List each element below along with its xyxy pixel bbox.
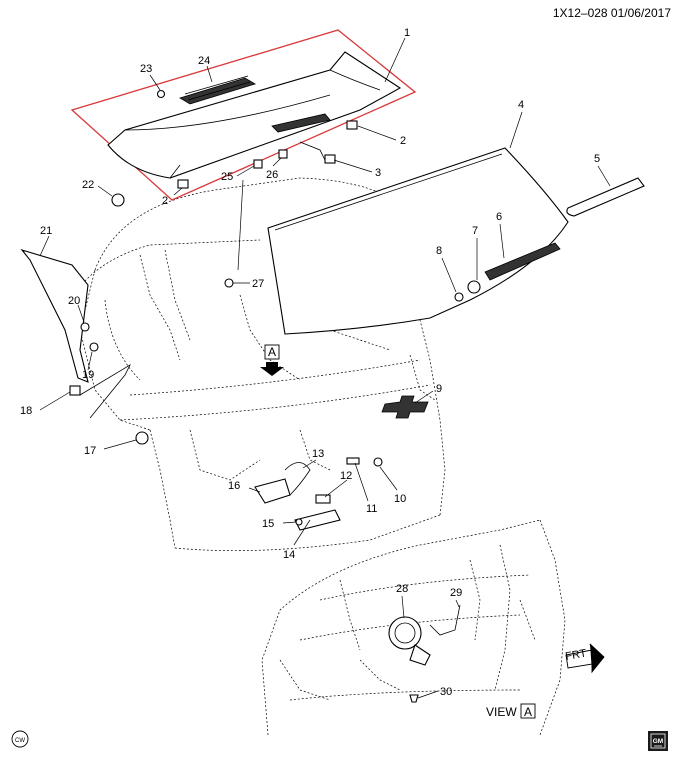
cw-badge-text: CW [15,738,25,744]
callout-29: 29 [450,587,462,599]
rear-window-glass [267,147,569,335]
callout-1: 1 [404,27,410,39]
bolt-27 [224,278,234,288]
nut-8 [454,292,464,302]
high-mount-stop-lamp [179,75,256,105]
callout-22: 22 [82,179,94,191]
front-direction-arrow: FRT [564,643,605,674]
clip-20 [80,322,90,332]
clip-11 [346,457,360,465]
callout-18: 18 [20,405,32,417]
callout-3: 3 [375,167,381,179]
callout-17: 17 [84,445,96,457]
callout-7: 7 [472,225,478,237]
bolt-15 [295,518,303,526]
callout-16: 16 [228,480,240,492]
clip-2b [177,179,189,189]
callout-2-right: 2 [400,135,406,147]
view-marker-letter: A [268,345,276,359]
trim-21-leader [79,363,131,419]
camera-16 [254,478,291,504]
bolt-30 [409,694,419,703]
callout-21: 21 [40,225,52,237]
callout-numbers: 1 2 2 3 4 5 6 7 8 9 10 11 12 13 14 15 16… [20,27,600,698]
latch-14 [294,509,341,531]
latch-actuator-28 [388,616,431,666]
wiper-arm [484,242,561,281]
svg-text:GM: GM [653,738,663,745]
gm-logo: GM [648,731,668,751]
callout-20: 20 [68,295,80,307]
callout-28: 28 [396,583,408,595]
view-label-letter: A [524,705,532,719]
side-trim-21 [20,248,89,383]
connector-12 [315,494,331,504]
lamp-strip [271,113,331,133]
callout-9: 9 [436,383,442,395]
callout-10: 10 [394,493,406,505]
callout-6: 6 [496,211,502,223]
diagram-id-date: 1X12–028 01/06/2017 [552,6,671,20]
view-a-label: VIEW A [486,703,536,719]
callout-13: 13 [312,448,324,460]
callout-19: 19 [82,369,94,381]
callout-4: 4 [518,99,524,111]
rear-spoiler [107,51,402,179]
clip-19 [89,342,99,352]
rear-window-edge [274,153,503,231]
callout-25: 25 [221,171,233,183]
callout-5: 5 [594,153,600,165]
spoiler-highlight-box [70,29,417,201]
nut-23 [156,89,166,99]
callout-2-left: 2 [162,195,168,207]
callout-24: 24 [198,55,210,67]
clip-24 [253,159,263,169]
cap-7 [467,280,481,294]
leader-lines [39,37,611,699]
callout-26: 26 [266,169,278,181]
callout-23: 23 [140,63,152,75]
callout-30: 30 [440,686,452,698]
clip-18 [69,385,81,396]
harness-29 [429,604,461,636]
wiper-blade [566,177,645,217]
bumper-17 [135,431,149,445]
chevrolet-emblem [381,395,429,419]
nut-10 [373,457,383,467]
callout-14: 14 [283,549,295,561]
callout-8: 8 [436,245,442,257]
callout-15: 15 [262,518,274,530]
callout-27: 27 [252,278,264,290]
view-label-text: VIEW [486,705,517,719]
clip-2a [346,120,358,130]
cw-badge: CW [11,730,29,748]
connector-3 [324,154,336,164]
callout-12: 12 [340,470,352,482]
frt-label: FRT [564,647,587,663]
view-a-marker: A [260,344,284,376]
grommet-22 [111,193,125,207]
harness-13 [284,462,311,496]
clip-26 [278,149,288,159]
callout-11: 11 [366,503,377,515]
inner-liftgate-view [261,519,566,736]
